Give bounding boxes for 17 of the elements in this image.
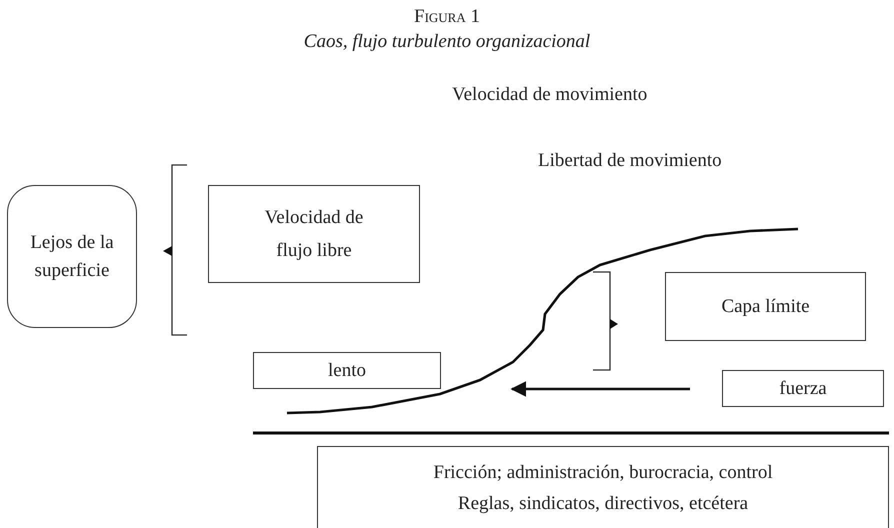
node-text: Fricción; administración, burocracia, control [433,461,773,485]
figure-title: Figura 1 [413,6,481,28]
process-box [665,272,866,341]
node-text: Reglas, sindicatos, directivos, etcétera [458,492,748,516]
axis-label: Velocidad de movimiento [452,84,648,106]
figure-caption: Caos, flujo turbulento organizacional [302,31,592,53]
node-text: Lejos de la superficie [30,230,114,282]
axis-label: Libertad de movimiento [538,150,722,172]
process-box [722,370,884,407]
node-text: lento [328,359,366,383]
node-text: Capa límite [721,295,810,319]
node-text: Velocidad de flujo libre [264,206,364,263]
node-text: fuerza [779,377,827,401]
rounded-box [7,185,137,328]
process-box [317,446,889,528]
process-box [253,352,441,389]
process-box [208,185,420,283]
